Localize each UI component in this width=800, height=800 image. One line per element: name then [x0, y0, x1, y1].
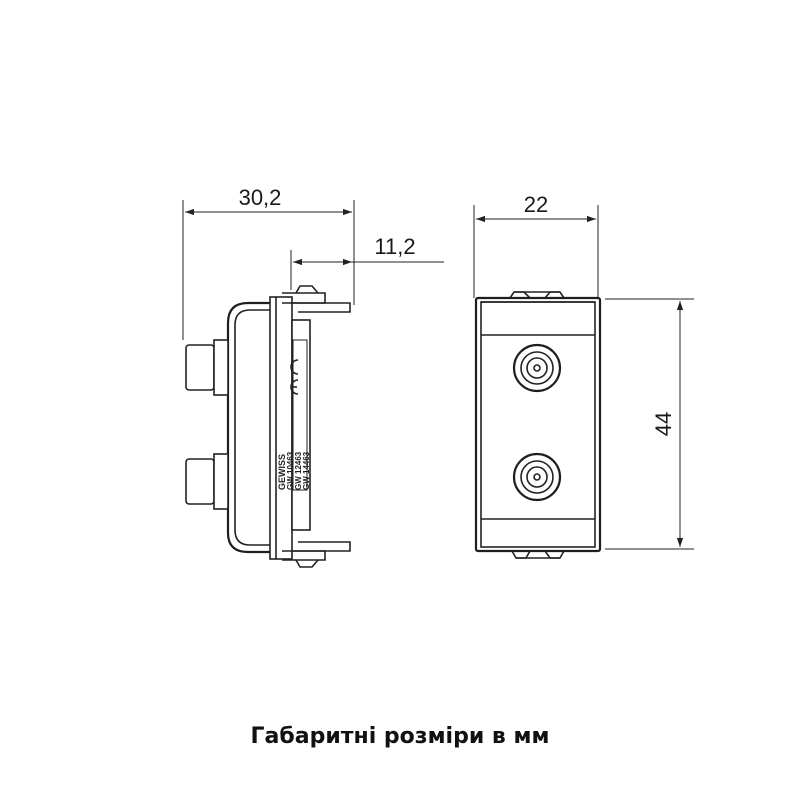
- dimension-label-22: 22: [524, 192, 548, 217]
- front-clip-bottom: [511, 550, 565, 559]
- dimension-label-30-2: 30,2: [239, 185, 282, 210]
- front-view: 22 44: [473, 192, 694, 559]
- code-marking-3: GW 14463: [302, 451, 311, 490]
- side-clip-bottom: [282, 541, 351, 568]
- socket-bottom: [512, 452, 562, 502]
- socket-top: [512, 343, 562, 393]
- side-clip-top: [282, 285, 351, 313]
- ce-mark-icon: [290, 359, 299, 395]
- side-view: 30,2 11,2: [182, 185, 444, 568]
- front-inner-frame: [480, 301, 596, 548]
- dimension-side-width: 30,2: [182, 185, 355, 340]
- code-marking-2: GW 12463: [294, 451, 303, 490]
- front-clip-top: [509, 291, 565, 299]
- side-connector-bottom: [185, 453, 229, 510]
- dimension-front-width: 22: [473, 192, 599, 298]
- side-body: [226, 296, 311, 560]
- front-plate: [474, 296, 602, 553]
- device-markings: GEWISS GW 10463 GW 12463 GW 14463: [277, 451, 311, 490]
- dimension-side-depth: 11,2: [290, 234, 444, 290]
- side-connector-top: [185, 339, 229, 396]
- caption: Габаритні розміри в мм: [250, 724, 550, 749]
- code-marking-1: GW 10463: [286, 451, 295, 490]
- brand-marking: GEWISS: [277, 454, 287, 490]
- dimension-label-11-2: 11,2: [374, 234, 415, 259]
- dimension-front-height: 44: [605, 298, 694, 550]
- dimension-label-44: 44: [651, 412, 676, 436]
